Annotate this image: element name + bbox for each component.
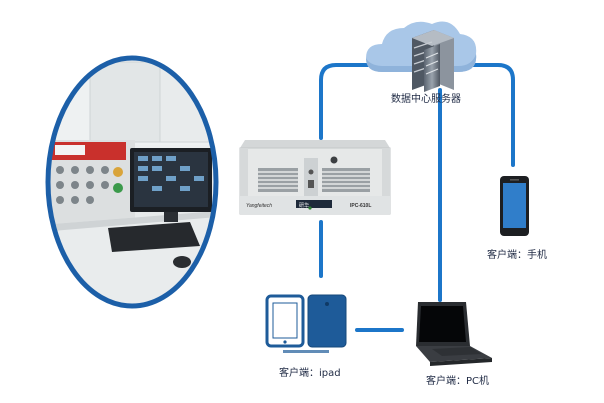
server-rack-icon (412, 30, 454, 92)
industrial-pc-icon (239, 140, 391, 215)
phone-icon (500, 176, 529, 236)
link-server-phone (462, 63, 515, 167)
bubble-border (45, 55, 219, 309)
control-room-photo (45, 55, 219, 309)
ipc-brand-label: Yangfeitech (246, 203, 272, 209)
pc-label: 客户端：PC机 (426, 376, 490, 387)
ipad-label: 客户端：ipad (279, 368, 341, 379)
ipc-badge-label: 研华 (299, 202, 309, 209)
laptop-icon (416, 302, 492, 366)
server-label: 数据中心服务器 (391, 94, 461, 105)
ipc-model-label: IPC-610L (350, 203, 371, 209)
ipad-icon (265, 294, 347, 353)
cloud-server-icon (366, 21, 477, 92)
phone-label: 客户端：手机 (487, 250, 547, 261)
link-ipc-server (319, 63, 380, 140)
connection-lines (319, 63, 515, 332)
